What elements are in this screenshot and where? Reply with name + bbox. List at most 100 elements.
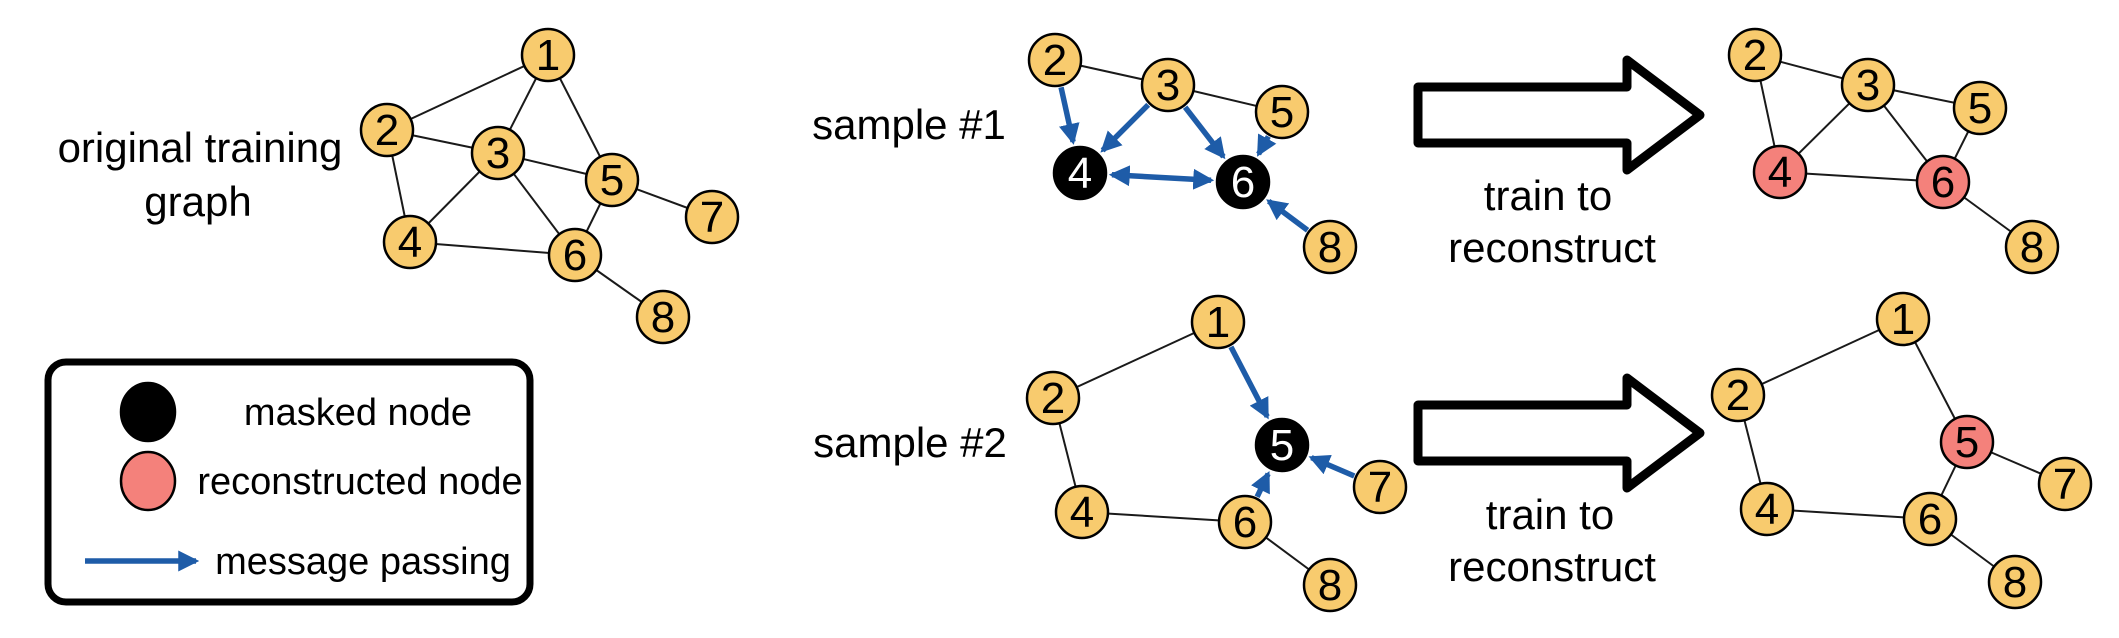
legend-masked-label: masked node xyxy=(244,392,472,434)
node-sample1-6 xyxy=(1215,154,1271,210)
node-label-sample2-4: 4 xyxy=(1070,488,1094,537)
node-sample1_result-3 xyxy=(1840,57,1896,113)
sample2_result-graph: 1 2 4 56 78 xyxy=(1710,291,2093,610)
node-label-sample2_result-5: 5 xyxy=(1955,418,1979,467)
edge-original-4-6 xyxy=(409,241,576,256)
node-original-5 xyxy=(584,152,640,208)
node-label-original-3: 3 xyxy=(486,129,510,178)
node-sample2-8 xyxy=(1302,557,1358,613)
node-sample1_result-8 xyxy=(2004,219,2060,275)
node-original-8 xyxy=(635,289,691,345)
train-arrow-1-label-line1: train to xyxy=(1484,172,1612,219)
node-sample2_result-2 xyxy=(1710,367,1766,423)
node-label-sample1_result-4: 4 xyxy=(1768,148,1792,197)
node-sample2_result-6 xyxy=(1902,491,1958,547)
node-sample2-2 xyxy=(1025,370,1081,426)
node-label-sample2_result-8: 8 xyxy=(2003,558,2027,607)
node-sample2-5 xyxy=(1254,417,1310,473)
original-graph-label-line2: graph xyxy=(144,178,251,225)
node-label-original-6: 6 xyxy=(563,231,587,280)
node-sample1_result-6 xyxy=(1915,154,1971,210)
node-sample2_result-4 xyxy=(1739,481,1795,537)
edge-sample2_result-1-2 xyxy=(1737,318,1904,396)
node-label-sample1_result-3: 3 xyxy=(1856,61,1880,110)
node-label-sample1-3: 3 xyxy=(1156,61,1180,110)
node-label-original-7: 7 xyxy=(700,193,724,242)
edge-original-1-2 xyxy=(386,54,549,131)
node-label-sample2_result-4: 4 xyxy=(1755,485,1779,534)
node-label-sample2_result-1: 1 xyxy=(1891,295,1915,344)
node-label-sample2-8: 8 xyxy=(1318,561,1342,610)
message-arrow-sample2-1-5 xyxy=(1228,345,1270,420)
message-arrow-sample1-3-4 xyxy=(1100,102,1151,153)
message-arrow-sample1-8-6 xyxy=(1266,198,1310,233)
node-sample2-4 xyxy=(1054,484,1110,540)
node-sample1_result-2 xyxy=(1727,27,1783,83)
node-label-original-5: 5 xyxy=(600,156,624,205)
node-label-sample1-2: 2 xyxy=(1043,36,1067,85)
train-arrow-1-label-line2: reconstruct xyxy=(1448,224,1656,271)
node-sample1-5 xyxy=(1254,84,1310,140)
node-sample1_result-5 xyxy=(1952,80,2008,136)
node-label-sample2_result-7: 7 xyxy=(2053,460,2077,509)
node-sample1-2 xyxy=(1027,32,1083,88)
reconstructed-node-swatch xyxy=(119,450,177,512)
node-label-sample2-5: 5 xyxy=(1270,421,1294,470)
node-sample2-7 xyxy=(1352,459,1408,515)
message-arrow-sample1-2-4 xyxy=(1058,86,1080,145)
node-label-sample1-4: 4 xyxy=(1068,149,1092,198)
node-sample1-4 xyxy=(1052,145,1108,201)
node-original-6 xyxy=(547,227,603,283)
node-label-sample2_result-6: 6 xyxy=(1918,495,1942,544)
sample1_result-graph: 2 3 4 56 8 xyxy=(1727,27,2060,275)
node-label-sample2-1: 1 xyxy=(1206,298,1230,347)
message-arrow-sample1-4-6 xyxy=(1108,165,1215,190)
message-arrow-sample2-6-5 xyxy=(1251,471,1271,498)
node-sample1-8 xyxy=(1302,219,1358,275)
node-sample2-1 xyxy=(1190,294,1246,350)
node-sample2-6 xyxy=(1217,494,1273,550)
node-label-sample1-5: 5 xyxy=(1270,88,1294,137)
legend-reconstructed-label: reconstructed node xyxy=(197,461,522,503)
train-arrow-2-shape xyxy=(1413,373,1705,493)
sample2-label: sample #2 xyxy=(813,419,1007,466)
node-label-original-1: 1 xyxy=(536,31,560,80)
node-label-sample2-7: 7 xyxy=(1368,463,1392,512)
node-label-sample1_result-6: 6 xyxy=(1931,158,1955,207)
node-sample1_result-4 xyxy=(1752,144,1808,200)
train-arrow-2-label-line1: train to xyxy=(1486,491,1614,538)
node-label-original-4: 4 xyxy=(398,218,422,267)
node-label-sample2_result-2: 2 xyxy=(1726,371,1750,420)
node-original-3 xyxy=(470,125,526,181)
node-label-original-2: 2 xyxy=(375,106,399,155)
legend: masked node reconstructed node message p… xyxy=(44,358,534,606)
node-label-sample1-8: 8 xyxy=(1318,223,1342,272)
node-sample2_result-5 xyxy=(1939,414,1995,470)
original-graph: 1 2 3 4 56 7 8 xyxy=(359,27,740,345)
sample1-label: sample #1 xyxy=(812,101,1006,148)
train-arrow-2-label-line2: reconstruct xyxy=(1448,543,1656,590)
sample2-graph: 1 2 4 56 78 xyxy=(1025,294,1408,613)
node-sample2_result-7 xyxy=(2037,456,2093,512)
node-original-4 xyxy=(382,214,438,270)
node-label-sample2-6: 6 xyxy=(1233,498,1257,547)
node-original-2 xyxy=(359,102,415,158)
message-arrow-sample2-7-5 xyxy=(1308,454,1356,479)
node-sample2_result-8 xyxy=(1987,554,2043,610)
node-label-sample2-2: 2 xyxy=(1041,374,1065,423)
message-arrow-sample1-3-6 xyxy=(1182,105,1226,160)
node-label-sample1_result-5: 5 xyxy=(1968,84,1992,133)
node-sample2_result-1 xyxy=(1875,291,1931,347)
node-label-original-8: 8 xyxy=(651,293,675,342)
node-sample1-3 xyxy=(1140,57,1196,113)
original-graph-label-line1: original training xyxy=(58,124,343,171)
node-label-sample1_result-2: 2 xyxy=(1743,31,1767,80)
masked-node-swatch xyxy=(119,381,177,443)
legend-message-label: message passing xyxy=(215,541,511,583)
node-original-1 xyxy=(520,27,576,83)
node-label-sample1_result-8: 8 xyxy=(2020,223,2044,272)
train-arrow-1-shape xyxy=(1413,55,1705,175)
